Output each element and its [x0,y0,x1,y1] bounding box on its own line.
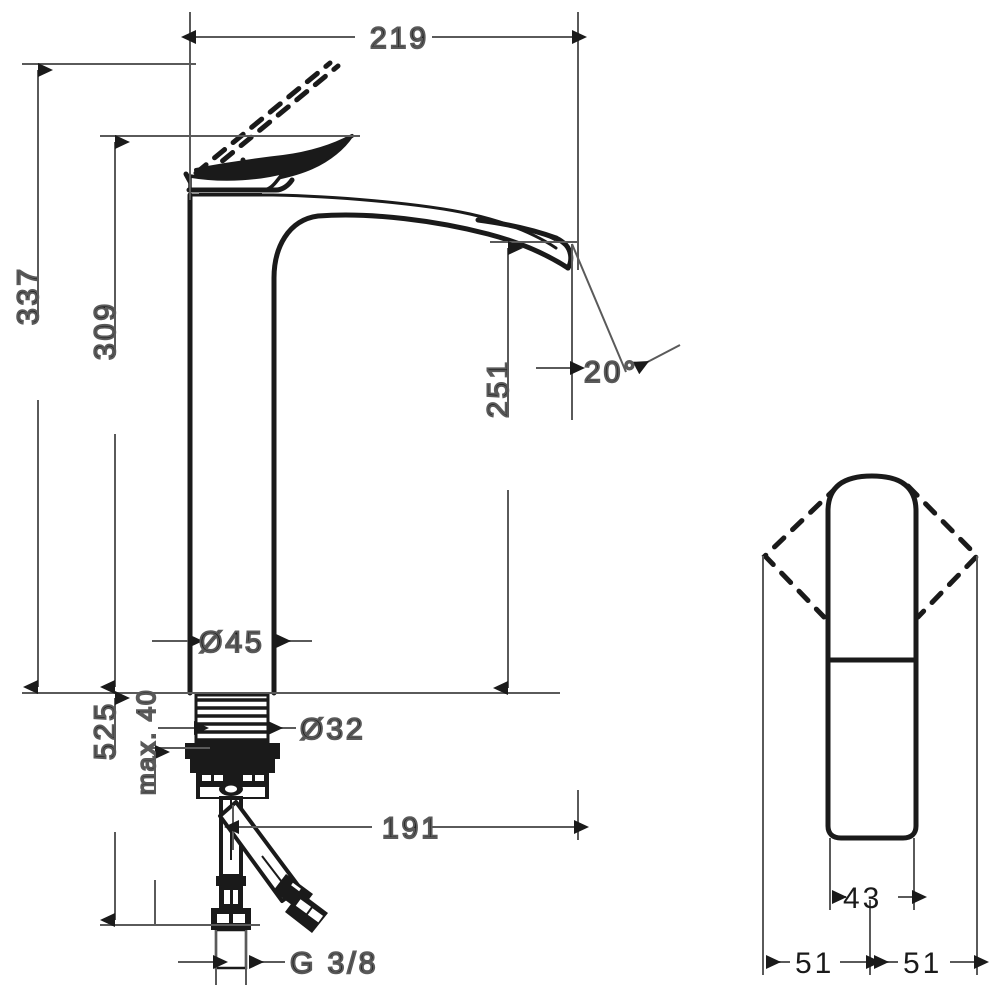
dimension-g38-label: G 3/8 [290,947,378,980]
dimension-219-label: 219 [370,22,429,55]
spout-upper-contour [190,193,558,250]
dimension-251-label: 251 [482,359,515,418]
dimension-337-label: 337 [12,266,45,325]
dimension-20-degree-angle [536,243,681,420]
spout-outlet-notch [547,234,557,242]
dimension-309-label: 309 [89,301,122,360]
dimension-51-right-label: 51 [903,947,942,980]
front-view-group [183,60,574,970]
dimension-diameter-45-label: Ø45 [199,626,265,659]
dimension-51-left-label: 51 [795,947,834,980]
mounting-fixing-assembly [185,743,280,799]
dimension-diameter-32-label: Ø32 [300,713,366,746]
dimension-43-label: 43 [843,882,882,915]
threaded-shank [194,693,270,745]
front-view-dimensions: 219 337 309 251 [11,12,681,985]
dimension-191-label: 191 [382,812,441,845]
lever-body-side [825,473,919,841]
dimension-525-label: 525 [89,701,122,760]
dimension-max-40-label: max. 40 [131,689,161,796]
dimension-20-degree-label: 20° [584,356,638,389]
side-view-group: 43 51 51 [761,473,989,980]
